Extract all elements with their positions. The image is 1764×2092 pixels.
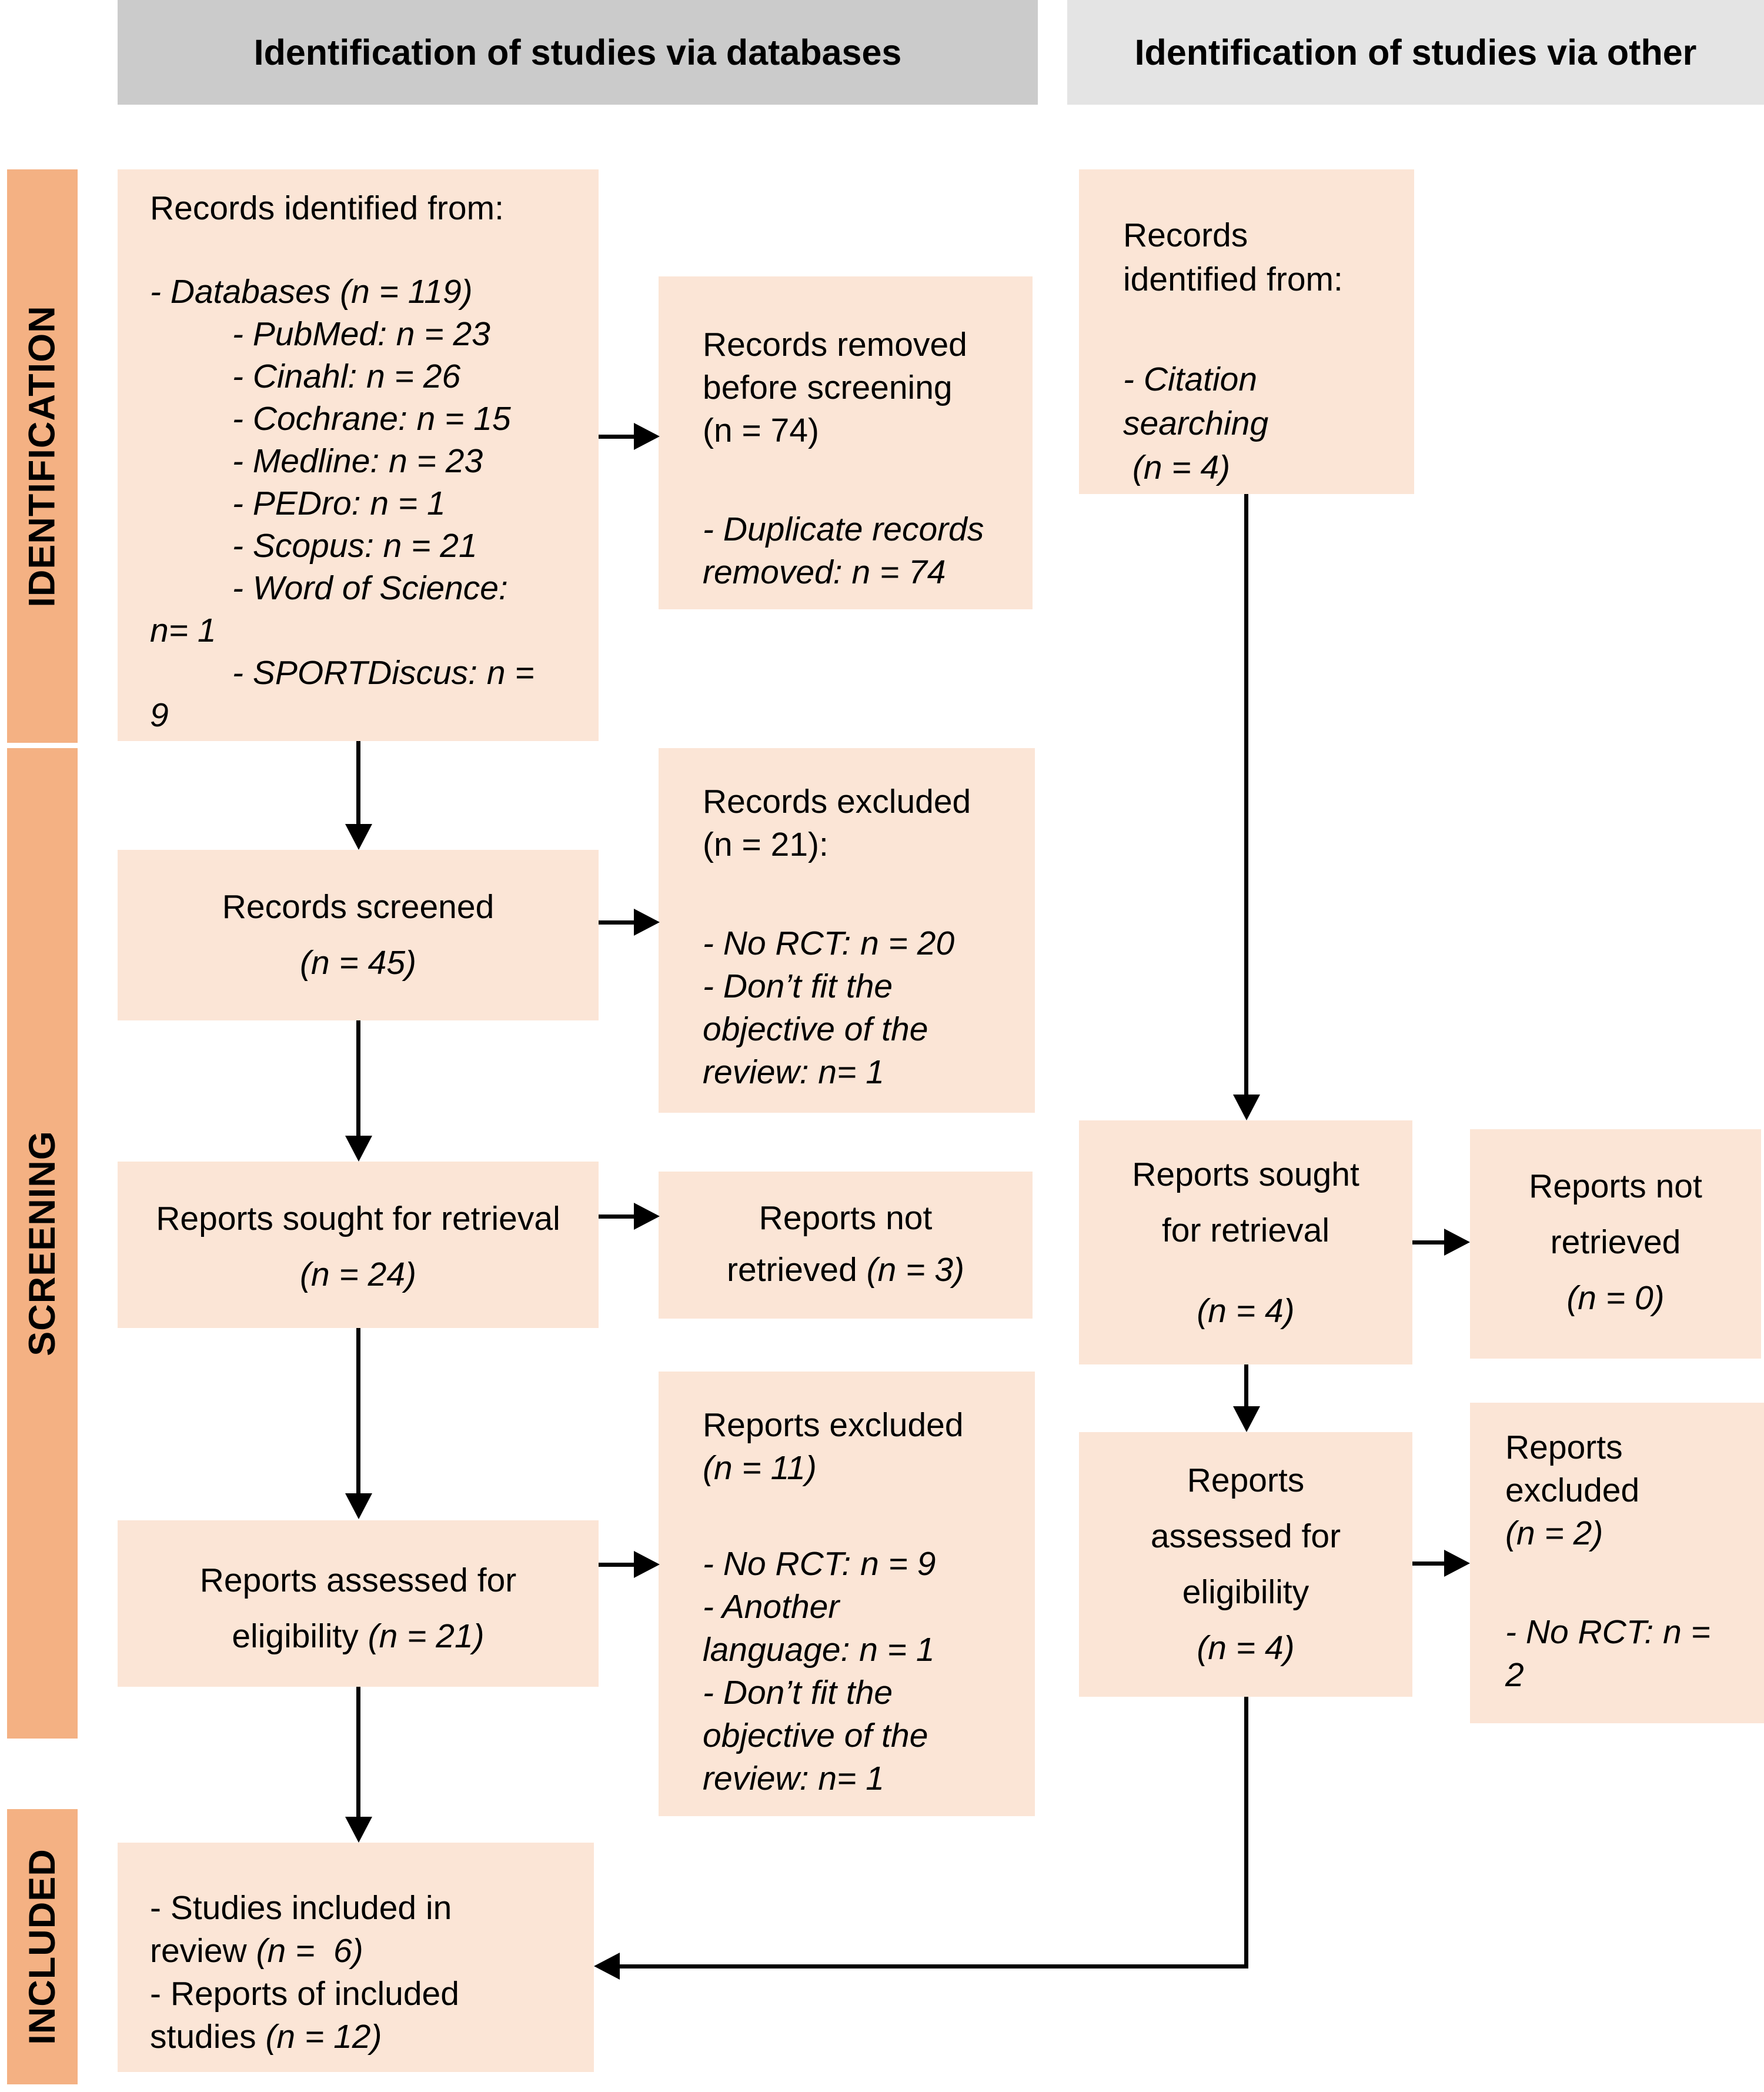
arrow-sought-other-to-notretrieved-shaft [1412, 1240, 1446, 1244]
arrow-assessed-other-to-included-head [594, 1953, 620, 1980]
box-records-identified-databases: Records identified from:- Databases (n =… [118, 169, 599, 741]
arrow-sought-to-notretrieved-shaft [599, 1215, 637, 1219]
arrow-identified-to-screened-shaft [356, 741, 360, 826]
arrow-sought-other-to-assessed-head [1233, 1406, 1260, 1432]
stage-bar-screening: SCREENING [7, 748, 78, 1739]
arrow-sought-to-assessed-head [345, 1493, 372, 1519]
box-records-excluded: Records excluded(n = 21):- No RCT: n = 2… [659, 748, 1035, 1113]
arrow-screened-to-sought-shaft [356, 1020, 360, 1138]
stage-bar-identification: IDENTIFICATION [7, 169, 78, 743]
arrow-identified-to-screened-head [345, 824, 372, 850]
header-other: Identification of studies via other [1067, 0, 1764, 105]
arrow-citation-to-sought-shaft [1244, 494, 1248, 1097]
arrow-assessed-other-to-excluded-head [1444, 1550, 1470, 1577]
box-records-screened: Records screened(n = 45) [118, 850, 599, 1020]
arrow-assessed-other-to-included-vertical-shaft [1244, 1697, 1248, 1968]
arrow-identified-to-removed-head [634, 423, 660, 450]
arrow-screened-to-excluded-head [634, 909, 660, 936]
arrow-assessed-other-to-included-horizontal-shaft [616, 1964, 1248, 1968]
arrow-citation-to-sought-head [1233, 1095, 1260, 1120]
arrow-sought-to-assessed-shaft [356, 1328, 360, 1496]
header-other-label: Identification of studies via other [1134, 32, 1697, 72]
arrow-sought-other-to-assessed-shaft [1244, 1364, 1248, 1409]
arrow-sought-to-notretrieved-head [634, 1203, 660, 1230]
stage-bar-included: INCLUDED [7, 1809, 78, 2084]
arrow-screened-to-excluded-shaft [599, 920, 637, 925]
arrow-assessed-to-excluded-shaft [599, 1563, 637, 1567]
arrow-assessed-to-included-head [345, 1817, 372, 1843]
box-reports-sought-databases: Reports sought for retrieval(n = 24) [118, 1162, 599, 1328]
stage-bar-screening-label: SCREENING [22, 1130, 63, 1356]
header-databases-label: Identification of studies via databases [253, 32, 902, 72]
stage-bar-identification-label: IDENTIFICATION [22, 305, 64, 608]
arrow-assessed-other-to-excluded-shaft [1412, 1562, 1446, 1566]
header-databases: Identification of studies via databases [118, 0, 1038, 105]
arrow-identified-to-removed-shaft [599, 435, 637, 439]
arrow-screened-to-sought-head [345, 1136, 372, 1162]
arrow-assessed-to-included-shaft [356, 1687, 360, 1819]
box-reports-excluded-databases: Reports excluded(n = 11)- No RCT: n = 9-… [659, 1372, 1035, 1816]
arrow-sought-other-to-notretrieved-head [1444, 1229, 1470, 1256]
arrow-assessed-to-excluded-head [634, 1551, 660, 1578]
stage-bar-included-label: INCLUDED [22, 1849, 63, 2045]
